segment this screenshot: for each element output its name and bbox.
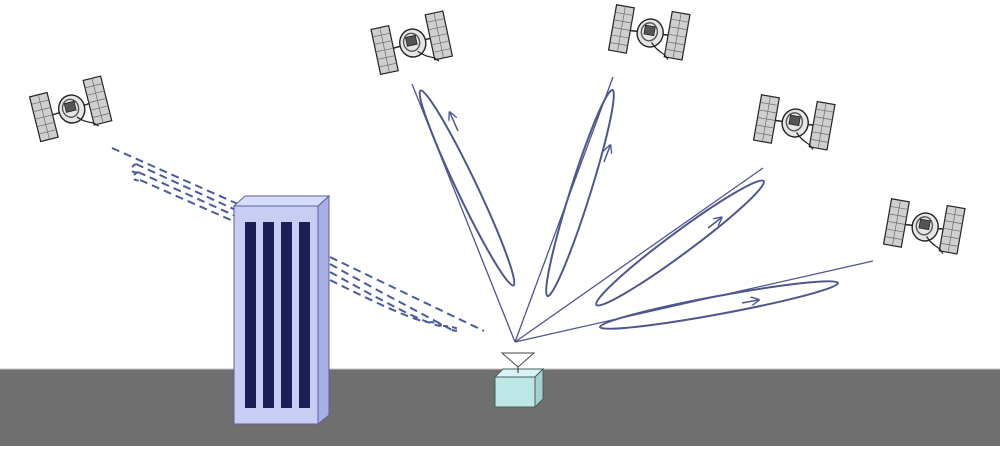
satellite-icon [28,75,113,143]
signal-beam-3 [514,167,765,343]
antenna-dish [500,352,536,368]
satellite-core [915,216,934,236]
receiver-icon [493,352,545,409]
line-of-sight-3 [514,167,764,343]
signal-beam-2 [514,76,615,343]
satellite-antenna [651,42,669,60]
panel-grid [762,96,771,142]
beam-lobe-4 [599,280,839,330]
satellite-antenna [76,116,99,127]
receiver-front [494,376,536,408]
panel-grid [379,27,390,73]
building-window-1 [245,222,256,408]
blocked-path-segment [139,179,241,225]
satellite-antenna [796,132,814,150]
satellite-module [63,100,77,113]
building-top [232,195,331,207]
satellite-module [918,218,931,231]
blocked-path-segment [137,171,241,219]
antenna-icon [500,352,536,373]
blocked-path-return [130,163,141,182]
satellite-core [640,22,659,42]
blocked-path-return [425,321,460,332]
panel-grid [91,78,104,123]
satellite-module [643,24,656,37]
building-window-3 [281,222,292,408]
satellite-icon [607,4,691,61]
blocked-path-1 [135,163,453,331]
satellite-module [788,114,801,127]
panel-grid [892,200,901,246]
satellite-antenna [926,236,944,254]
building-window-4 [299,222,310,408]
building-side [317,194,330,426]
blocked-path-segment [329,271,441,327]
blocked-path-segment [135,163,241,213]
satellite-module [404,34,418,47]
arrow-icon [707,218,721,229]
blocked-path-2 [137,171,441,327]
panel-grid [433,12,444,59]
arrow-icon [741,300,758,303]
blocked-path-segment [329,263,453,331]
satellite-core [785,112,804,132]
beam-lobe-2 [545,88,615,298]
blocked-path-0 [111,147,485,332]
satellite-icon [752,94,836,151]
panel-grid [672,13,682,59]
satellite-core [402,32,421,52]
satellite-icon [882,198,966,255]
blocked-signal-paths [111,147,485,332]
panel-grid [37,94,50,140]
beam-lobe-1 [418,89,516,287]
signal-beam-1 [411,83,516,343]
beam-lobe-3 [595,179,765,307]
arrow-icon [450,113,459,132]
satellite-core [61,98,80,118]
arrow-icon [604,146,610,163]
blocked-path-segment [111,147,241,206]
blocked-path-segment [329,279,427,323]
satellites [28,4,966,255]
signal-beam-4 [514,260,874,343]
satellite-antenna [417,50,440,62]
building-icon [232,194,331,426]
building-window-2 [263,222,274,408]
panel-grid [817,103,827,149]
blocked-path-segment [329,256,485,332]
satellite-icon [370,10,454,76]
signal-beams [411,76,874,343]
blocked-path-3 [139,179,427,323]
panel-grid [617,6,626,52]
panel-grid [947,207,957,253]
